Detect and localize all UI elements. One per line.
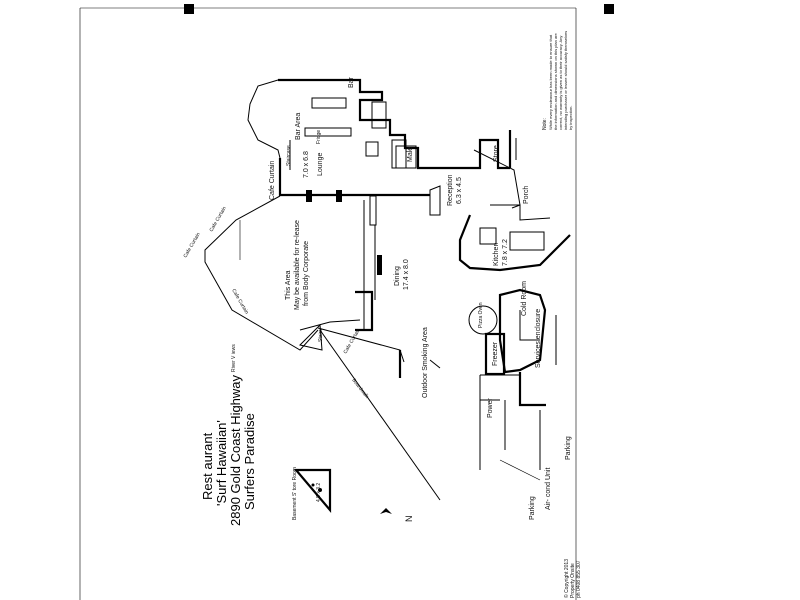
label-services-enclosure: Services enclosure bbox=[535, 309, 542, 368]
basement-size: 4.5 x 3.2 bbox=[316, 483, 322, 502]
label-stairs: Stairs bbox=[318, 329, 324, 342]
basement-store-triangle bbox=[293, 468, 332, 513]
label-reception: Reception bbox=[447, 174, 454, 206]
label-cafe-curtain-3: Cafe Curtain bbox=[183, 232, 202, 259]
label-boardwalk: Boardwalk bbox=[350, 378, 369, 400]
label-cold-room: Cold Room bbox=[521, 281, 528, 316]
label-store: Store bbox=[493, 145, 500, 162]
label-kitchen-size: 7.8 x 7.2 bbox=[502, 239, 509, 266]
label-cafe-curtain-2: Cafe Curtain bbox=[209, 206, 228, 233]
open-area-outline bbox=[204, 195, 319, 351]
label-river-views: River V iews bbox=[231, 344, 237, 372]
label-this-area-2: May be available for re-lease bbox=[294, 220, 301, 310]
copyright-line-3: ph 0408 855 307 bbox=[576, 560, 582, 598]
reception-kitchen-block bbox=[306, 149, 571, 332]
label-cafe-curtain-1: Cafe Curtain bbox=[269, 161, 276, 200]
label-cafe-curtain-4: Cafe Curtain bbox=[230, 288, 249, 315]
copyright-line-1: © Copyright 2013 bbox=[563, 559, 570, 598]
label-this-area-3: from Body Corporate bbox=[303, 241, 310, 306]
parking-area bbox=[479, 400, 541, 481]
title-line-4: Surfers Paradise bbox=[242, 413, 257, 510]
label-parking-left: Parking bbox=[529, 496, 536, 520]
label-power: Power bbox=[487, 397, 494, 418]
label-pizza-oven: Pizza Oven bbox=[478, 302, 484, 328]
label-dining: Dining bbox=[394, 266, 401, 286]
label-cafe-curtain-5: Cafe Curtain bbox=[343, 328, 362, 355]
basement-label: Basement S' tore Room bbox=[292, 467, 298, 520]
copyright-line-2: Property Onsite bbox=[570, 563, 576, 598]
label-lounge: Lounge bbox=[317, 153, 324, 176]
label-bar-area: Bar Area bbox=[295, 113, 302, 140]
note-heading: Note: bbox=[542, 118, 548, 130]
label-freezer: Freezer bbox=[492, 341, 499, 366]
north-arrow-icon bbox=[380, 508, 392, 514]
label-lounge-size: 7.0 x 6.8 bbox=[303, 151, 310, 178]
label-kitchen: Kitchen bbox=[493, 243, 500, 266]
label-this-area-1: This Area bbox=[285, 270, 292, 300]
note-body: While every endeavour has been made to e… bbox=[548, 30, 573, 130]
label-reception-size: 6.3 x 4.5 bbox=[456, 177, 463, 204]
title-line-2: 'Surf Hawaiian' bbox=[214, 420, 229, 506]
bar-lounge-block bbox=[247, 78, 517, 197]
north-label: N bbox=[404, 516, 414, 523]
label-porch: Porch bbox=[523, 186, 530, 204]
label-dining-size: 17.4 x 8.0 bbox=[403, 259, 410, 290]
label-air-cond: Air- cond Unit bbox=[545, 468, 552, 510]
corner-mark-icon bbox=[184, 4, 194, 14]
corner-mark-icon bbox=[604, 4, 614, 14]
title-line-1: Rest aurant bbox=[200, 432, 215, 500]
services-block bbox=[468, 288, 557, 407]
title-line-3: 2890 Gold Coast Highway bbox=[228, 374, 243, 526]
label-bar: Bar bbox=[348, 76, 355, 88]
label-parking-right: Parking bbox=[565, 436, 572, 460]
disclaimer-note: Note: While every endeavour has been mad… bbox=[542, 30, 573, 130]
label-staircase: Staircase bbox=[286, 145, 292, 166]
label-fridge: Fridge bbox=[316, 130, 322, 144]
outdoor-block bbox=[299, 319, 441, 501]
label-male: Male bbox=[407, 147, 414, 162]
label-outdoor-smoking: Outdoor Smoking Area bbox=[422, 327, 429, 398]
